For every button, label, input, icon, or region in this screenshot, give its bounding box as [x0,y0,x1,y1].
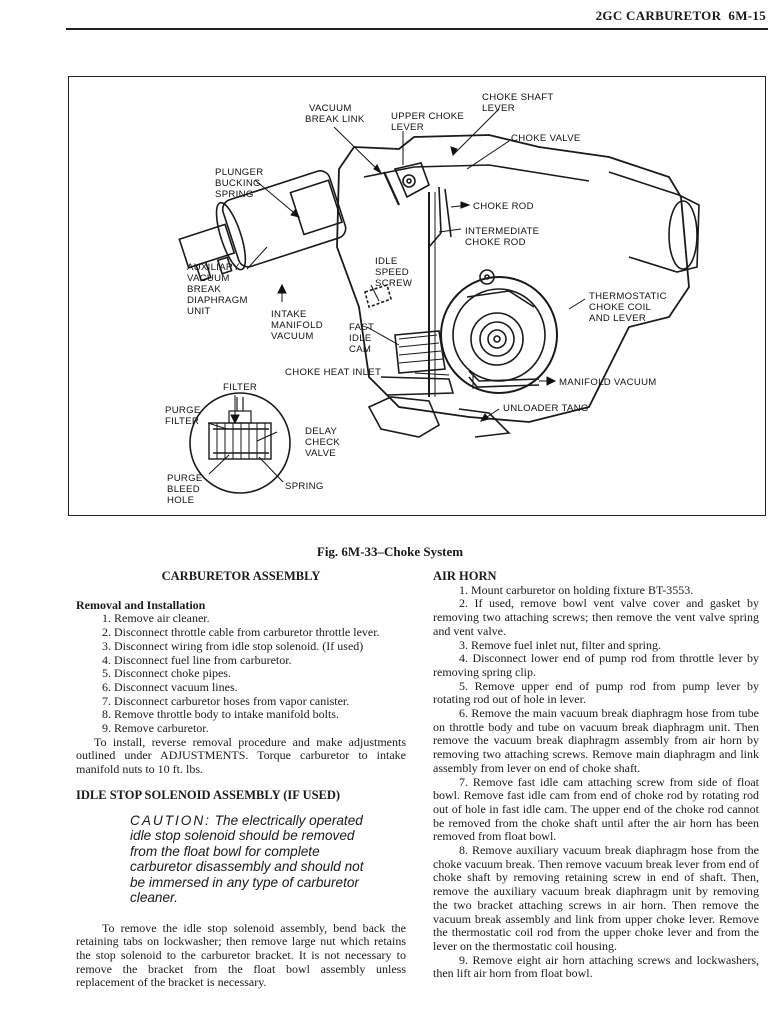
svg-text:CHOKE ROD: CHOKE ROD [465,237,526,248]
svg-text:VALVE: VALVE [305,448,336,459]
label-choke-heat-inlet: CHOKE HEAT INLET [285,367,381,378]
label-purge-filter: PURGE [165,405,201,416]
svg-text:CHOKE COIL: CHOKE COIL [589,302,652,313]
svg-text:VACUUM: VACUUM [271,331,314,342]
step: 2. Disconnect throttle cable from carbur… [102,625,380,640]
removal-installation-subheading: Removal and Installation [76,597,206,612]
svg-text:MANIFOLD: MANIFOLD [271,320,323,331]
svg-text:FILTER: FILTER [165,416,199,427]
step: 7. Disconnect carburetor hoses from vapo… [102,693,350,708]
air-horn-heading: AIR HORN [433,569,497,583]
section-title: 2GC CARBURETOR [595,8,722,23]
step: 1. Mount carburetor on holding fixture B… [459,582,694,597]
label-unloader-tang: UNLOADER TANG [503,403,589,414]
step: 3. Remove fuel inlet nut, filter and spr… [459,637,661,652]
thermostatic-coil-housing [440,276,558,394]
label-intermediate-choke-rod: INTERMEDIATE [465,226,539,237]
label-spring: SPRING [285,481,324,492]
svg-text:LEVER: LEVER [482,103,515,114]
leader-lines [207,108,586,483]
label-idle-speed-screw: IDLE [375,256,398,267]
svg-text:CHECK: CHECK [305,437,340,448]
choke-system-diagram: VACUUM BREAK LINK UPPER CHOKE LEVER CHOK… [165,92,700,506]
label-intake-manifold-vacuum: INTAKE [271,309,307,320]
caution-note: CAUTION: The electrically operated idle … [76,813,406,906]
svg-text:DIAPHRAGM: DIAPHRAGM [187,295,248,306]
page-number: 6M-15 [728,8,766,23]
figure-caption: Fig. 6M-33–Choke System [316,544,464,559]
svg-text:SPRING: SPRING [215,189,254,200]
caution-keyword: CAUTION: [130,812,211,828]
label-filter: FILTER [223,382,257,393]
svg-text:BREAK: BREAK [187,284,221,295]
figure-labels: VACUUM BREAK LINK UPPER CHOKE LEVER CHOK… [165,92,667,506]
svg-text:UNIT: UNIT [187,306,211,317]
step: 4. Disconnect lower end of pump rod from… [433,651,759,679]
right-column: AIR HORN 1. Mount carburetor on holding … [433,569,759,981]
solenoid-paragraph: To remove the idle stop solenoid assembl… [76,920,406,990]
label-vacuum-break-link: VACUUM [309,103,352,114]
svg-text:AND LEVER: AND LEVER [589,313,646,324]
step: 5. Disconnect choke pipes. [102,666,231,681]
step: 5. Remove upper end of pump rod from pum… [433,678,759,707]
step: 9. Remove carburetor. [102,721,209,736]
svg-text:SPEED: SPEED [375,267,409,278]
left-column: CARBURETOR ASSEMBLY Removal and Installa… [76,569,406,990]
step: 3. Disconnect wiring from idle stop sole… [102,638,364,653]
label-manifold-vacuum: MANIFOLD VACUUM [559,377,657,388]
label-choke-shaft-lever: CHOKE SHAFT [482,92,554,103]
svg-text:HOLE: HOLE [167,495,194,506]
svg-text:BREAK LINK: BREAK LINK [305,114,365,125]
svg-text:BUCKING: BUCKING [215,178,261,189]
install-paragraph: To install, reverse removal procedure an… [76,734,406,777]
label-choke-valve: CHOKE VALVE [511,133,581,144]
step: 9. Remove eight air horn attaching screw… [433,952,759,981]
running-head: 2GC CARBURETOR 6M-15 [596,8,766,24]
label-choke-rod: CHOKE ROD [473,201,534,212]
label-upper-choke-lever: UPPER CHOKE [391,111,464,122]
choke-system-figure: VACUUM BREAK LINK UPPER CHOKE LEVER CHOK… [68,76,766,516]
step: 6. Remove the main vacuum break diaphrag… [433,706,759,775]
svg-text:IDLE: IDLE [349,333,372,344]
header-rule [66,28,768,30]
svg-text:CAM: CAM [349,344,371,355]
svg-text:SCREW: SCREW [375,278,413,289]
step: 6. Disconnect vacuum lines. [102,679,238,694]
step: 1. Remove air cleaner. [102,611,210,626]
label-delay-check-valve: DELAY [305,426,338,437]
svg-text:LEVER: LEVER [391,122,424,133]
carburetor-assembly-heading: CARBURETOR ASSEMBLY [161,569,321,583]
step: 7. Remove fast idle cam attaching screw … [433,774,759,844]
delay-check-valve-inset [189,392,291,494]
label-fast-idle-cam: FAST [349,322,374,333]
idle-stop-solenoid-heading: IDLE STOP SOLENOID ASSEMBLY (IF USED) [76,787,341,802]
carburetor-drawing [178,134,700,438]
label-purge-bleed-hole: PURGE [167,473,203,484]
step: 8. Remove auxiliary vacuum break diaphra… [433,843,759,953]
step: 4. Disconnect fuel line from carburetor. [102,652,292,667]
svg-text:VACUUM: VACUUM [187,273,230,284]
caution-text: The electrically operated idle stop sole… [130,812,364,906]
label-auxiliary-vacuum-break-diaphragm-unit: AUXILIARY [187,262,240,273]
label-plunger-bucking-spring: PLUNGER [215,167,263,178]
svg-text:BLEED: BLEED [167,484,200,495]
label-thermostatic-choke-coil: THERMOSTATIC [589,291,667,302]
aux-vacuum-break-unit [178,170,347,282]
step: 8. Remove throttle body to intake manifo… [102,707,339,722]
step: 2. If used, remove bowl vent valve cover… [433,596,759,638]
